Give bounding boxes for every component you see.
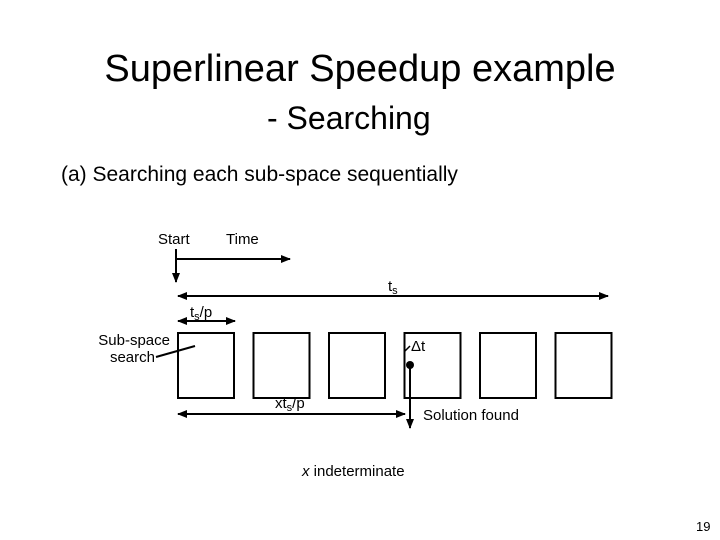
subspace-pointer bbox=[155, 345, 196, 358]
xtsp-label: xts/p bbox=[275, 395, 305, 414]
delta-t-pointer bbox=[403, 345, 411, 353]
tsp-label-suffix: /p bbox=[199, 304, 213, 321]
xtsp-label-prefix: xt bbox=[275, 395, 287, 412]
xtsp-label-suffix: /p bbox=[292, 395, 305, 412]
tsp-label-sub: s bbox=[194, 311, 200, 323]
slide-subtitle: - Searching bbox=[267, 100, 431, 136]
xtsp-label-sub: s bbox=[286, 402, 293, 414]
subspace-label: Sub-space search bbox=[86, 332, 170, 366]
subspace-box bbox=[328, 332, 386, 399]
delta-t-label: Δt bbox=[411, 338, 426, 355]
x-indeterminate-text: indeterminate bbox=[309, 463, 405, 480]
page-number: 19 bbox=[696, 519, 711, 534]
tsp-label: ts/p bbox=[190, 304, 212, 323]
x-indeterminate-label: x indeterminate bbox=[302, 463, 405, 480]
tsp-label-t: t bbox=[190, 304, 195, 321]
start-label: Start bbox=[158, 231, 190, 248]
subspace-box bbox=[554, 332, 613, 399]
x-indeterminate-x: x bbox=[302, 463, 310, 480]
ts-label-t: t bbox=[388, 278, 393, 295]
ts-label: ts bbox=[388, 278, 398, 297]
ts-label-sub: s bbox=[392, 285, 398, 297]
slide-title: Superlinear Speedup example bbox=[104, 48, 616, 90]
subspace-box bbox=[252, 332, 311, 399]
subspace-box bbox=[403, 332, 462, 399]
subspace-label-line1: Sub-space bbox=[98, 332, 170, 349]
subspace-boxes bbox=[177, 332, 613, 399]
subspace-box bbox=[177, 332, 235, 399]
section-heading: (a) Searching each sub-space sequentiall… bbox=[61, 163, 458, 186]
subspace-box bbox=[479, 332, 537, 399]
time-label: Time bbox=[226, 231, 259, 248]
subspace-label-line2: search bbox=[109, 349, 155, 366]
solution-found-label: Solution found bbox=[423, 407, 519, 424]
